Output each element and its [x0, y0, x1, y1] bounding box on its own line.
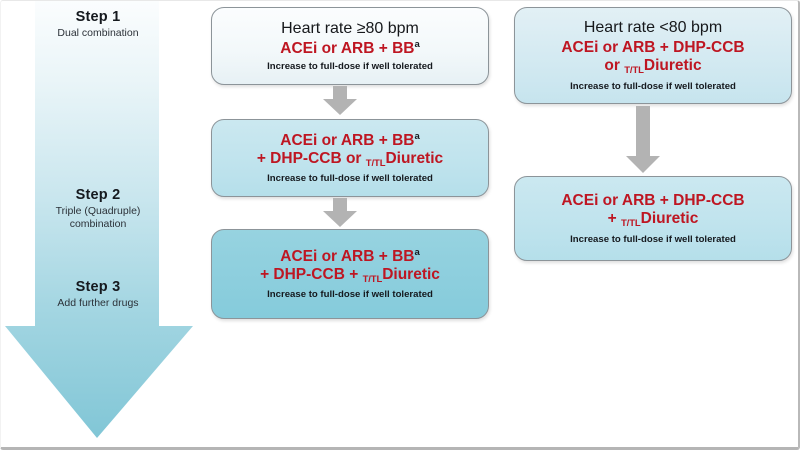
- box-heart-rate-low-drugs-line-1: ACEi or ARB + DHP-CCB: [561, 39, 745, 57]
- box-heart-rate-low-note: Increase to full-dose if well tolerated: [570, 80, 736, 92]
- drug-text-prefix: +: [607, 210, 621, 228]
- step-2-subtitle-line-2: combination: [69, 218, 127, 230]
- subscript-ttl: T/TL: [365, 157, 386, 169]
- drug-text-suffix: Diuretic: [643, 57, 702, 75]
- box-heart-rate-high[interactable]: Heart rate ≥80 bpm ACEi or ARB + BBa Inc…: [211, 7, 489, 85]
- step-1-label: Step 1 Dual combination: [23, 9, 173, 40]
- connector-arrow-down-2: [322, 198, 358, 228]
- box-quadruple-left-drugs-line-1: ACEi or ARB + BBa: [280, 247, 420, 266]
- step-progression-arrow: [4, 1, 194, 441]
- box-triple-right-drugs-line-2: + T/TLDiuretic: [608, 210, 699, 231]
- box-triple-right[interactable]: ACEi or ARB + DHP-CCB + T/TLDiuretic Inc…: [514, 176, 792, 261]
- drug-text: ACEi or ARB + BB: [280, 131, 415, 149]
- drug-text-suffix: Diuretic: [385, 149, 444, 167]
- subscript-ttl: T/TL: [624, 65, 644, 77]
- box-quadruple-left[interactable]: ACEi or ARB + BBa + DHP-CCB + T/TLDiuret…: [211, 229, 489, 319]
- footnote-marker-a: a: [414, 130, 420, 142]
- drug-text-suffix: Diuretic: [640, 210, 699, 228]
- step-2-title: Step 2: [75, 187, 121, 203]
- footnote-marker-a: a: [414, 38, 420, 50]
- step-3-subtitle: Add further drugs: [57, 297, 139, 309]
- box-triple-right-note: Increase to full-dose if well tolerated: [570, 233, 736, 245]
- box-triple-left-drugs-line-1: ACEi or ARB + BBa: [280, 131, 420, 150]
- drug-text-prefix: or: [604, 57, 625, 75]
- drug-text: ACEi or ARB + BB: [280, 247, 415, 265]
- step-1-subtitle: Dual combination: [57, 27, 139, 39]
- box-triple-left-note: Increase to full-dose if well tolerated: [267, 173, 433, 185]
- box-heart-rate-high-drugs: ACEi or ARB + BBa: [280, 39, 420, 58]
- subscript-ttl: T/TL: [362, 273, 383, 285]
- box-quadruple-left-drugs-line-2: + DHP-CCB + T/TLDiuretic: [260, 266, 440, 287]
- subscript-ttl: T/TL: [620, 218, 641, 230]
- step-3-label: Step 3 Add further drugs: [23, 279, 173, 310]
- step-2-label: Step 2 Triple (Quadruple) combination: [23, 187, 173, 231]
- box-heart-rate-low-heading: Heart rate <80 bpm: [583, 19, 723, 37]
- step-2-subtitle-line-1: Triple (Quadruple): [55, 205, 141, 217]
- step-3-title: Step 3: [75, 279, 121, 295]
- connector-arrow-down-1: [322, 86, 358, 116]
- box-heart-rate-high-note: Increase to full-dose if well tolerated: [267, 61, 433, 72]
- step-2-subtitle: Triple (Quadruple) combination: [23, 205, 173, 231]
- drug-text-prefix: + DHP-CCB or: [256, 149, 366, 167]
- box-heart-rate-high-heading: Heart rate ≥80 bpm: [281, 20, 419, 37]
- footnote-marker-a: a: [414, 246, 420, 258]
- box-quadruple-left-note: Increase to full-dose if well tolerated: [267, 289, 433, 301]
- box-triple-left[interactable]: ACEi or ARB + BBa + DHP-CCB or T/TLDiure…: [211, 119, 489, 197]
- connector-arrow-down-3: [625, 106, 661, 174]
- box-heart-rate-low[interactable]: Heart rate <80 bpm ACEi or ARB + DHP-CCB…: [514, 7, 792, 104]
- box-triple-left-drugs-line-2: + DHP-CCB or T/TLDiuretic: [257, 150, 443, 171]
- step-1-title: Step 1: [75, 9, 121, 25]
- drug-text-prefix: + DHP-CCB +: [260, 265, 363, 283]
- drug-text: ACEi or ARB + BB: [280, 40, 415, 57]
- box-triple-right-drugs-line-1: ACEi or ARB + DHP-CCB: [561, 192, 745, 210]
- drug-text-suffix: Diuretic: [382, 265, 440, 283]
- box-heart-rate-low-drugs-line-2: or T/TLDiuretic: [604, 57, 701, 78]
